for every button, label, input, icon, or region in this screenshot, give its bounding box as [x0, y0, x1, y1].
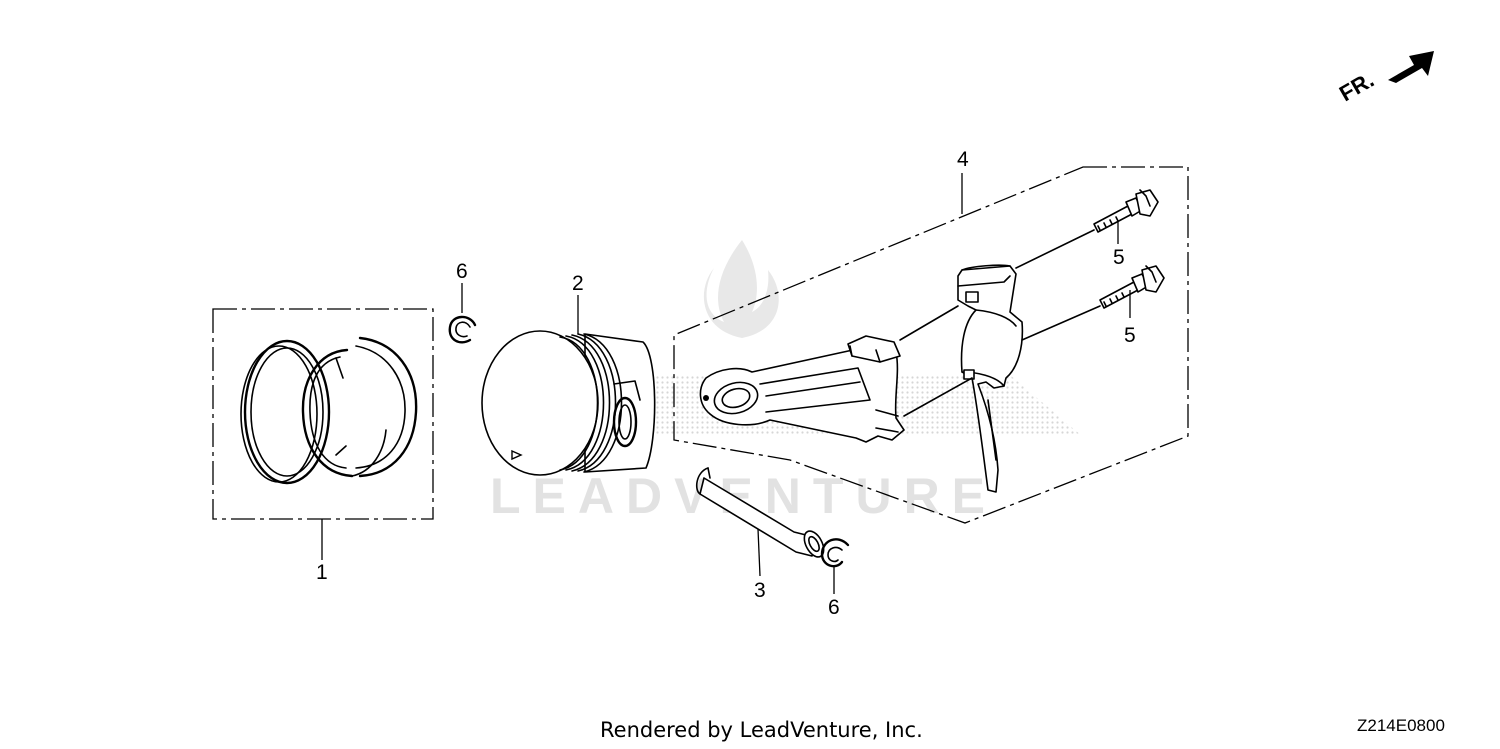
watermark-flame-icon: [703, 240, 779, 338]
callout-6-upper: 6: [456, 260, 468, 283]
part-3-piston-pin: [695, 467, 825, 558]
part-5-connecting-rod-bolt-lower: [1021, 265, 1165, 341]
callout-2: 2: [572, 272, 584, 295]
part-1-piston-ring-set: [212, 308, 434, 520]
ring-set-group-box: [212, 308, 434, 520]
leader-lines: [321, 173, 1131, 594]
callout-1: 1: [316, 561, 328, 584]
front-arrow-icon: [1388, 51, 1434, 83]
front-indicator: FR.: [1335, 51, 1434, 106]
callout-4: 4: [957, 148, 969, 171]
part-2-piston: [481, 330, 656, 476]
front-label: FR.: [1335, 67, 1378, 106]
part-4-connecting-rod-assembly: [673, 166, 1189, 524]
piston-direction-mark: [511, 449, 523, 461]
connecting-rod-group-outline: [673, 166, 1189, 524]
diagram-code: Z214E0800: [1357, 716, 1445, 735]
part-6-piston-pin-clip-upper: [448, 315, 477, 344]
callout-5-upper: 5: [1113, 246, 1125, 269]
footer-credit: Rendered by LeadVenture, Inc.: [600, 718, 923, 742]
callout-3: 3: [754, 579, 766, 602]
callout-6-lower: 6: [828, 596, 840, 619]
part-6-piston-pin-clip-lower: [820, 538, 850, 568]
callout-5-lower: 5: [1124, 324, 1136, 347]
part-5-connecting-rod-bolt-upper: [1015, 189, 1159, 269]
